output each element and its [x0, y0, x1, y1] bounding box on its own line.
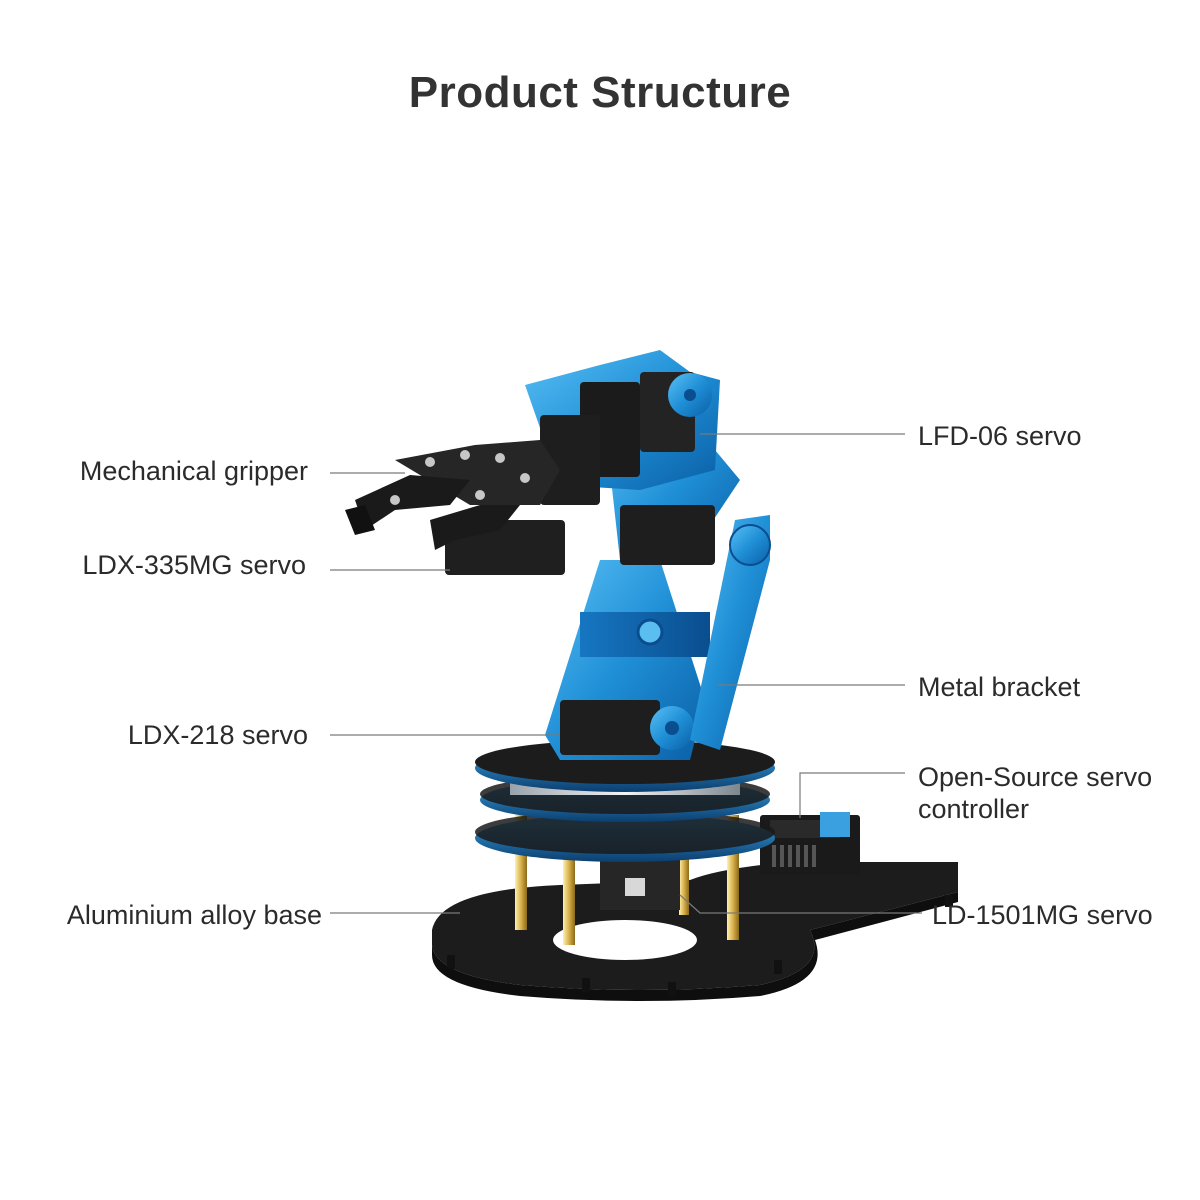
servo-controller-board: [760, 812, 860, 875]
wrist-assembly: [525, 350, 720, 505]
label-ldx335mg-servo: LDX-335MG servo: [82, 550, 306, 580]
shoulder-servo-body: [560, 700, 660, 755]
leader-lines: [330, 433, 922, 914]
label-aluminium-alloy-base: Aluminium alloy base: [66, 900, 322, 930]
elbow-servo-body: [620, 505, 715, 565]
aluminium-base-plate: [432, 862, 958, 1001]
label-mechanical-gripper: Mechanical gripper: [79, 456, 308, 486]
label-lfd06-servo: LFD-06 servo: [918, 421, 1082, 451]
label-ld1501mg-servo: LD-1501MG servo: [932, 900, 1153, 930]
mechanical-gripper-parts: [345, 440, 565, 575]
label-ldx218-servo: LDX-218 servo: [127, 720, 308, 750]
page-title: Product Structure: [408, 68, 792, 117]
label-metal-bracket: Metal bracket: [918, 672, 1081, 702]
rotating-discs: [475, 740, 775, 862]
label-servo-controller-line1: Open-Source servo: [918, 762, 1153, 792]
label-servo-controller-line2: controller: [918, 794, 1030, 824]
